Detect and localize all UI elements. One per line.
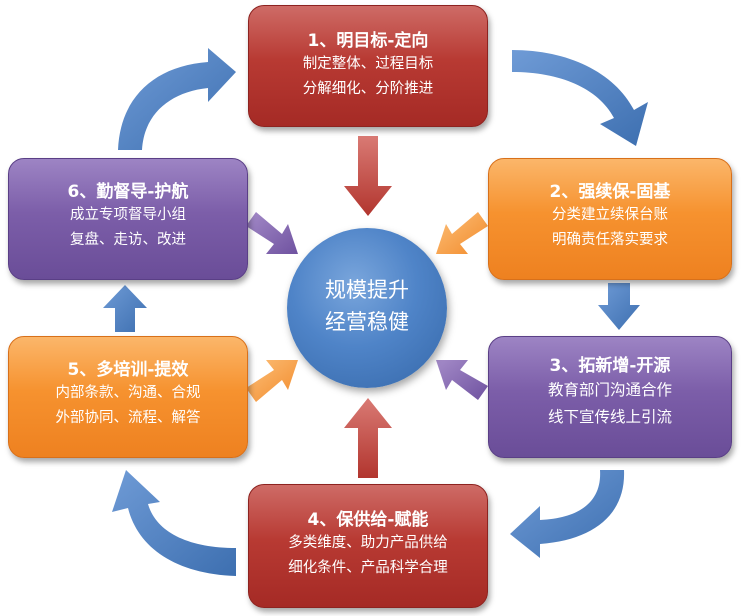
cycle-arrow-3-to-4 (510, 470, 625, 558)
step-1-line-1: 制定整体、过程目标 (302, 56, 434, 72)
inward-arrow-from-4 (344, 398, 392, 478)
cycle-arrow-5-to-6 (103, 285, 147, 332)
step-5-line-1: 内部条款、沟通、合规 (55, 385, 201, 401)
cycle-arrow-6-to-1 (118, 48, 236, 150)
cycle-arrow-2-to-3 (598, 283, 640, 330)
center-line-1: 规模提升 (325, 278, 409, 302)
step-6-title: 6、勤督导-护航 (67, 182, 189, 202)
step-3-title: 3、拓新增-开源 (549, 356, 671, 376)
step-6-line-2: 复盘、走访、改进 (70, 232, 186, 248)
step-box-5: 5、多培训-提效 内部条款、沟通、合规 外部协同、流程、解答 (8, 336, 248, 458)
step-5-title: 5、多培训-提效 (67, 360, 189, 380)
center-line-2: 经营稳健 (325, 310, 409, 334)
step-4-line-2: 细化条件、产品科学合理 (288, 560, 448, 576)
inward-arrow-from-2 (436, 212, 488, 254)
cycle-arrow-1-to-2 (512, 50, 648, 146)
step-box-1: 1、明目标-定向 制定整体、过程目标 分解细化、分阶推进 (248, 5, 488, 127)
cycle-arrow-4-to-5 (112, 470, 236, 576)
step-box-4: 4、保供给-赋能 多类维度、助力产品供给 细化条件、产品科学合理 (248, 484, 488, 608)
step-6-line-1: 成立专项督导小组 (70, 207, 186, 223)
step-3-line-2: 线下宣传线上引流 (547, 408, 672, 426)
step-1-line-2: 分解细化、分阶推进 (302, 81, 434, 97)
step-box-6: 6、勤督导-护航 成立专项督导小组 复盘、走访、改进 (8, 158, 248, 280)
step-2-line-1: 分类建立续保台账 (552, 207, 668, 223)
inward-arrow-from-5 (246, 360, 298, 402)
inward-arrow-from-1 (344, 136, 392, 216)
step-box-2: 2、强续保-固基 分类建立续保台账 明确责任落实要求 (488, 158, 732, 280)
step-2-title: 2、强续保-固基 (549, 182, 671, 202)
step-box-3: 3、拓新增-开源 教育部门沟通合作 线下宣传线上引流 (488, 336, 732, 458)
inward-arrow-from-6 (246, 212, 298, 254)
step-4-title: 4、保供给-赋能 (307, 510, 429, 530)
step-4-line-1: 多类维度、助力产品供给 (288, 535, 448, 551)
center-goal-circle: 规模提升 经营稳健 (287, 228, 447, 388)
step-5-line-2: 外部协同、流程、解答 (55, 410, 201, 426)
step-3-line-1: 教育部门沟通合作 (547, 381, 672, 399)
step-2-line-2: 明确责任落实要求 (552, 232, 668, 248)
inward-arrow-from-3 (436, 360, 488, 400)
step-1-title: 1、明目标-定向 (307, 31, 429, 51)
